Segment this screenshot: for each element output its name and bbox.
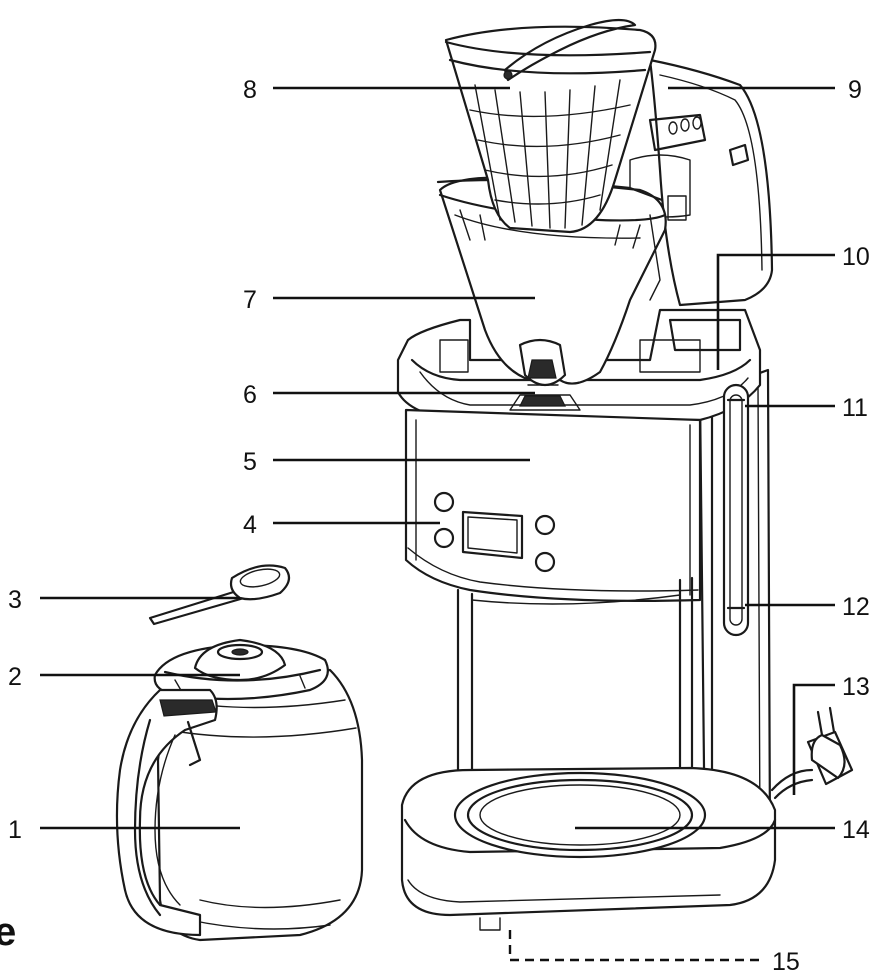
- leader-10: [716, 253, 835, 370]
- measuring-spoon: [148, 564, 291, 626]
- machine-base: [400, 766, 777, 931]
- callout-12: 12: [842, 593, 870, 621]
- callout-14: 14: [842, 816, 870, 844]
- control-button-bottom-left: [433, 527, 455, 549]
- callout-3: 3: [8, 586, 22, 614]
- leader-13: [792, 683, 835, 795]
- control-button-top-right: [534, 514, 556, 536]
- power-cord: [770, 706, 854, 800]
- callout-15: 15: [772, 948, 800, 976]
- callout-labels: 1 2 3 4 5 6 7 8 9 10 11 12 13 14 15: [8, 76, 870, 976]
- edge-glyph: e: [0, 910, 17, 954]
- callout-1: 1: [8, 816, 22, 844]
- callout-13: 13: [842, 673, 870, 701]
- coffee-machine: [396, 18, 777, 931]
- callout-6: 6: [243, 381, 257, 409]
- callout-9: 9: [848, 76, 862, 104]
- carafe: [115, 638, 364, 942]
- callout-5: 5: [243, 448, 257, 476]
- leader-15: [508, 930, 765, 962]
- water-level-window: [722, 383, 750, 637]
- leader-lines: [40, 86, 835, 962]
- callout-8: 8: [243, 76, 257, 104]
- callout-10: 10: [842, 243, 870, 271]
- permanent-filter: [444, 18, 657, 234]
- machine-recess: [456, 576, 694, 792]
- control-button-top-left: [433, 491, 455, 513]
- control-button-bottom-right: [534, 551, 556, 573]
- callout-4: 4: [243, 511, 257, 539]
- callout-11: 11: [842, 394, 868, 422]
- callout-7: 7: [243, 286, 257, 314]
- callout-2: 2: [8, 663, 22, 691]
- machine-lid: [629, 58, 774, 307]
- machine-front-panel: [404, 408, 702, 602]
- display-screen: [461, 510, 524, 560]
